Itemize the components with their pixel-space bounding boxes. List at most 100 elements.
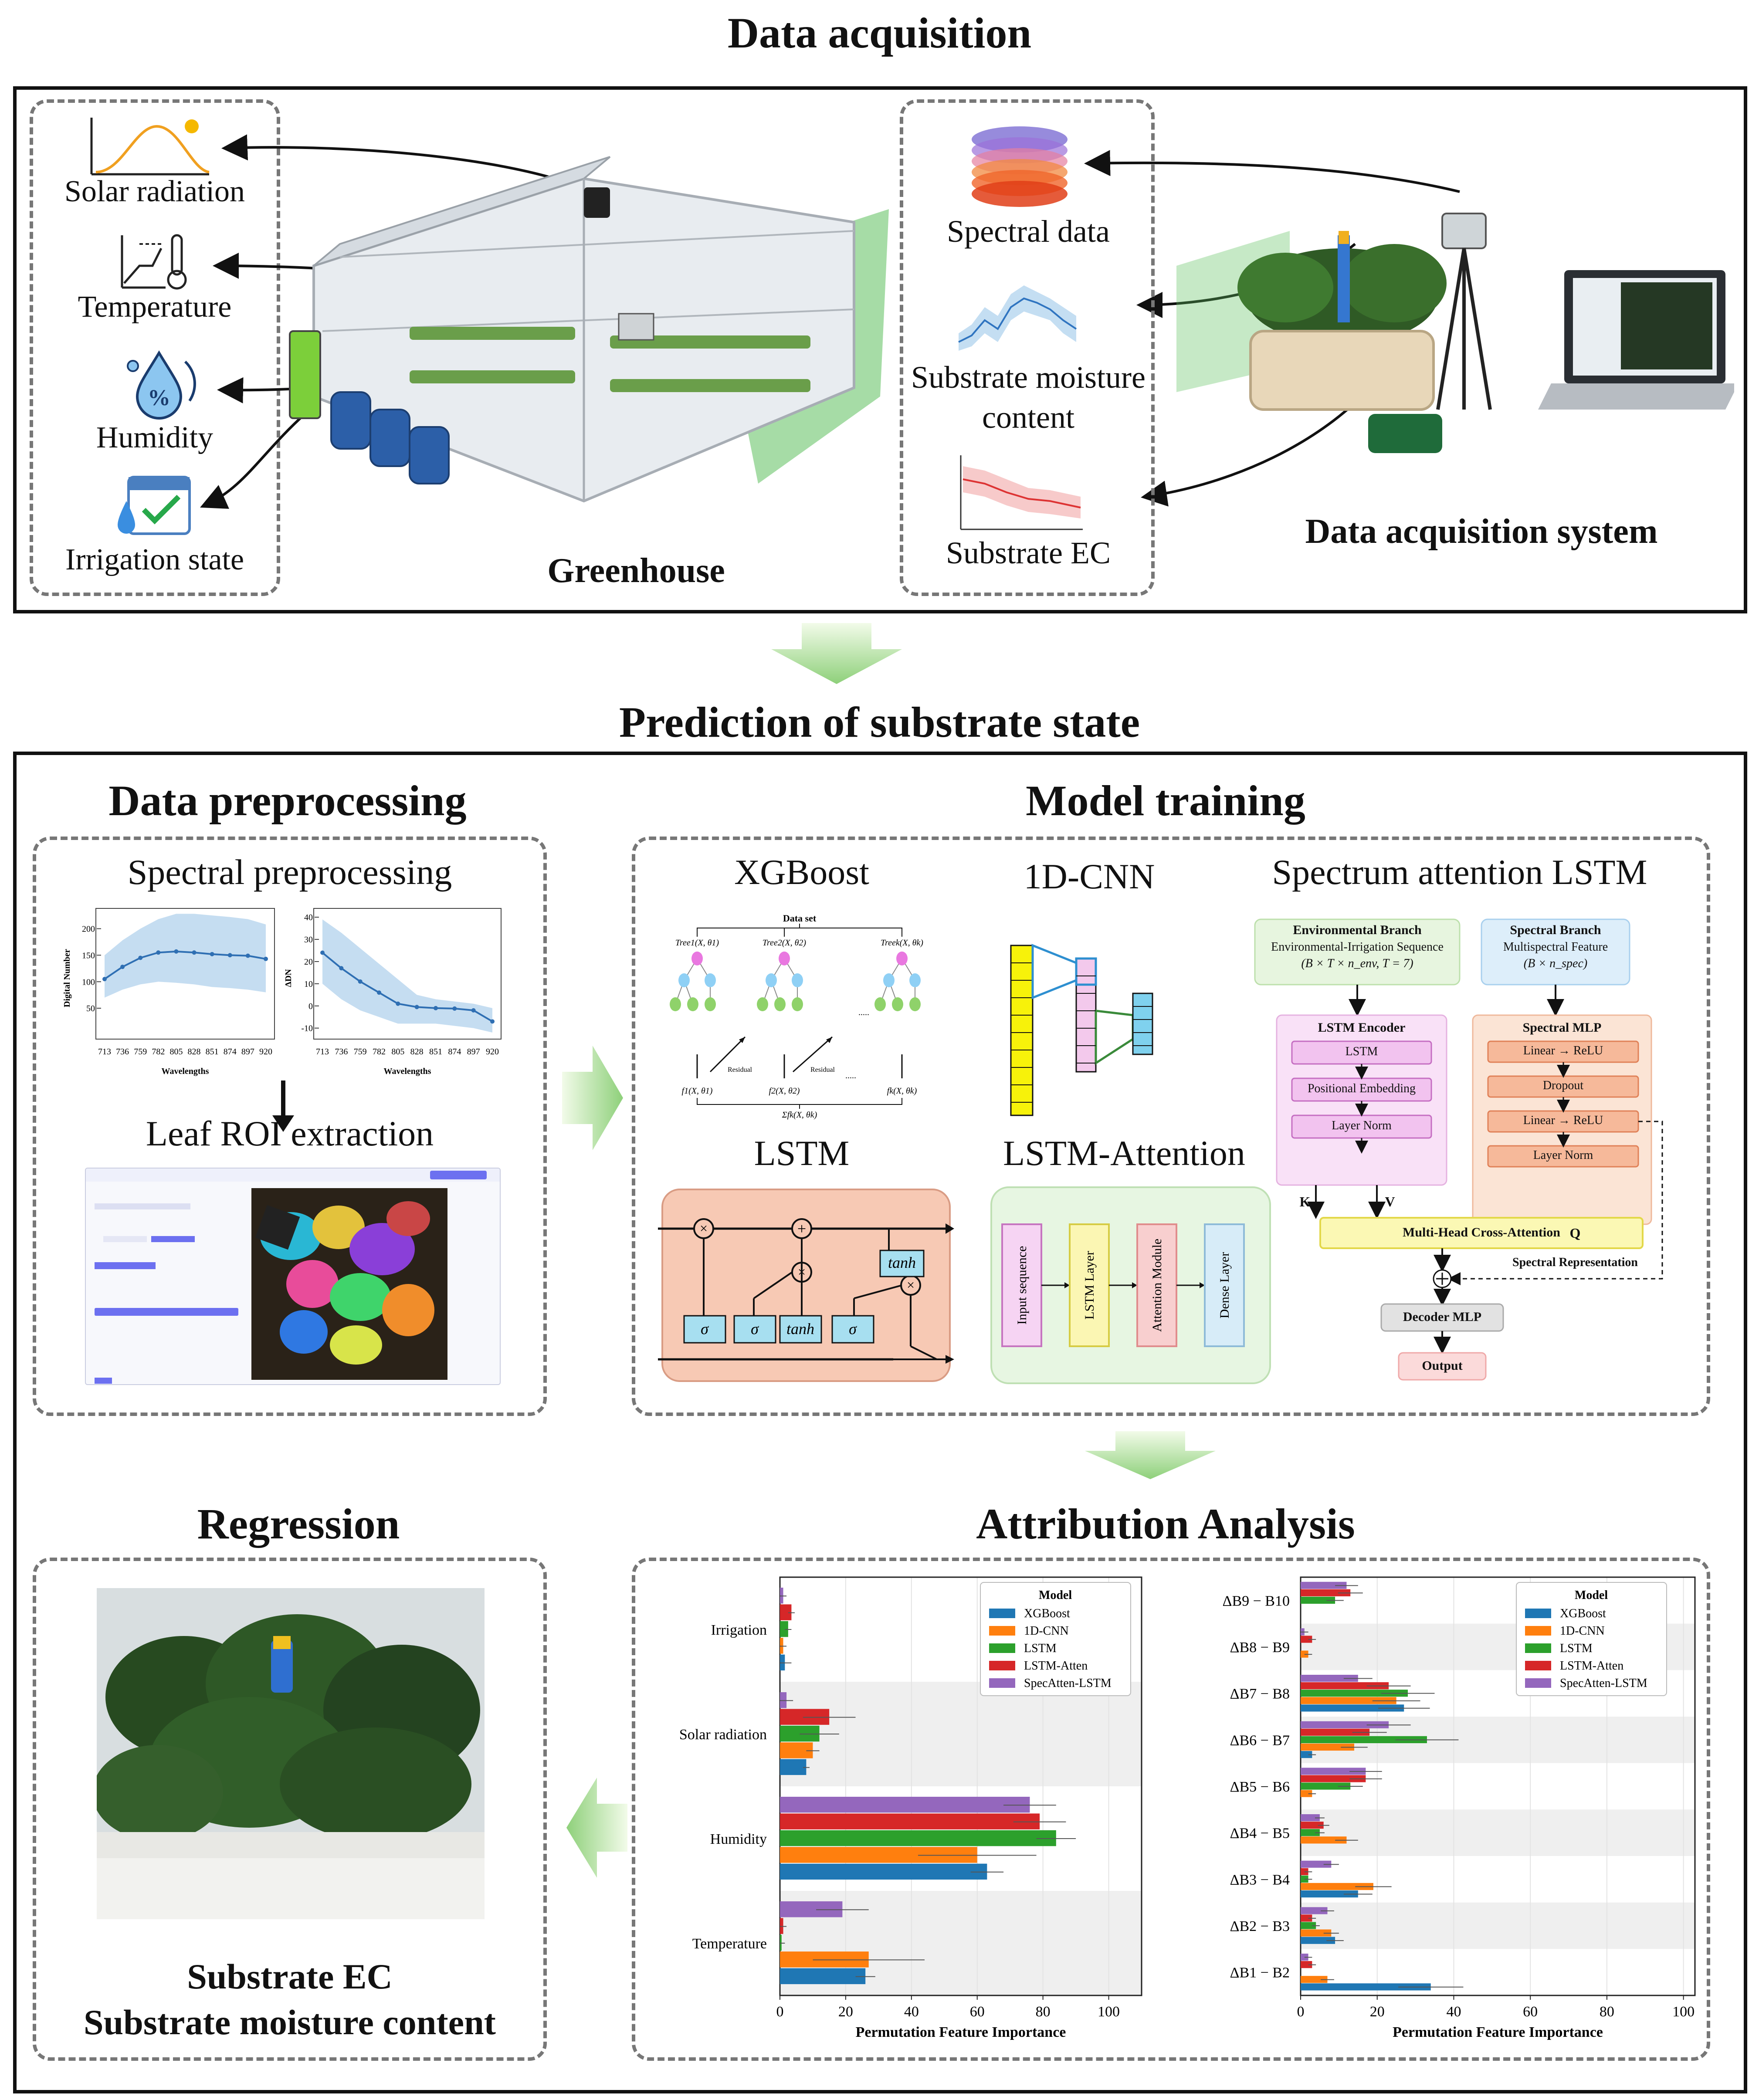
data-items-panel	[900, 99, 1155, 596]
sal-q: Q	[1569, 1225, 1581, 1241]
category-label: Temperature	[692, 1936, 767, 1952]
solar-radiation-icon	[90, 118, 210, 176]
down-arrow-2	[1085, 1431, 1216, 1479]
x-tick-label: 40	[1446, 2004, 1461, 2020]
category-label: ΔB2 − B3	[1230, 1918, 1290, 1934]
legend-swatch	[1525, 1661, 1551, 1670]
irrigation-state-icon	[118, 476, 191, 535]
x-tick-label: 759	[354, 1047, 367, 1057]
sal-v: V	[1385, 1194, 1395, 1209]
tree-node	[691, 952, 703, 965]
bar	[1301, 1589, 1351, 1596]
y-tick-label: 100	[82, 977, 95, 987]
legend-label: 1D-CNN	[1024, 1624, 1069, 1638]
chart2-xlabel: Wavelengths	[384, 1067, 431, 1076]
x-tick-label: 805	[391, 1047, 404, 1057]
x-tick-label: 782	[373, 1047, 386, 1057]
x-tick-label: 920	[486, 1047, 499, 1057]
regression-line-1: Substrate EC	[187, 1957, 393, 1996]
sal-lstm-layer-3: Layer Norm	[1332, 1119, 1392, 1132]
legend-label: LSTM-Atten	[1560, 1659, 1623, 1673]
lstm-gate-label: σ	[701, 1320, 709, 1338]
tree-node	[678, 973, 690, 987]
tree-node	[896, 952, 908, 965]
line-point	[102, 977, 107, 982]
x-axis-label: Permutation Feature Importance	[856, 2024, 1066, 2040]
x-tick-label: 40	[904, 2004, 919, 2020]
svg-text:+: +	[797, 1220, 806, 1237]
bar	[1301, 1907, 1328, 1914]
down-arrow-1	[771, 623, 902, 684]
line-point	[490, 1019, 495, 1024]
bar	[1301, 1883, 1373, 1890]
left-arrow	[566, 1778, 627, 1878]
category-label: ΔB8 − B9	[1230, 1639, 1290, 1656]
preprocessing-title: Data preprocessing	[108, 776, 467, 825]
bar	[1301, 1690, 1408, 1697]
line-point	[156, 950, 161, 955]
greenhouse-label: Greenhouse	[547, 552, 725, 590]
category-label: ΔB5 − B6	[1230, 1779, 1290, 1795]
lstm-att-block	[1069, 1223, 1110, 1347]
xgb-f1: f1(X, θ1)	[682, 1086, 713, 1096]
regression-panel	[33, 1558, 547, 2061]
legend-label: 1D-CNN	[1560, 1624, 1605, 1638]
category-label: ΔB4 − B5	[1230, 1826, 1290, 1842]
sal-spectral-mlp: Spectral MLP	[1522, 1020, 1602, 1035]
lstm-att-block	[1136, 1223, 1177, 1347]
line-point	[396, 1001, 400, 1006]
preprocess-down-arrow	[272, 1080, 294, 1132]
tree-node	[757, 997, 768, 1011]
bar	[1301, 1814, 1320, 1822]
line-point	[192, 950, 197, 955]
legend-label: XGBoost	[1024, 1607, 1070, 1620]
category-label: ΔB6 − B7	[1230, 1732, 1290, 1748]
sal-spec-branch: Spectral Branch	[1510, 923, 1601, 937]
sal-spec-sub: Multispectral Feature	[1503, 940, 1608, 954]
bar	[1301, 1914, 1312, 1922]
legend-label: SpecAtten-LSTM	[1024, 1677, 1112, 1690]
x-axis-label: Permutation Feature Importance	[1393, 2024, 1603, 2040]
bar	[1301, 1890, 1358, 1898]
line-point	[358, 979, 363, 984]
x-tick-label: 20	[838, 2004, 853, 2020]
legend-swatch	[989, 1609, 1015, 1618]
xgboost-diagram: Data set Tree1(X, θ1) Tree2(X, θ2) Treek…	[670, 913, 923, 1120]
svg-text:×: ×	[907, 1277, 915, 1293]
legend-label: XGBoost	[1560, 1607, 1606, 1620]
x-tick-label: 805	[169, 1047, 183, 1057]
lstm-tanh-top: tanh	[888, 1254, 916, 1271]
line-point	[264, 956, 268, 961]
model-xgboost: XGBoost	[734, 852, 869, 892]
line-point	[320, 950, 325, 955]
attribution-panel	[632, 1558, 1710, 2061]
bar	[780, 1968, 866, 1985]
bar	[1301, 1961, 1312, 1968]
category-label: Irrigation	[711, 1622, 767, 1638]
x-tick-label: 100	[1098, 2004, 1120, 2020]
x-tick-label: 828	[410, 1047, 424, 1057]
line-point	[339, 966, 344, 971]
xgb-dots-2: .....	[845, 1071, 856, 1080]
category-label: ΔB1 − B2	[1230, 1965, 1290, 1981]
env-item-irrigation-state: Irrigation state	[65, 543, 244, 576]
legend-swatch	[989, 1626, 1015, 1636]
lstm-gate-label: tanh	[786, 1320, 814, 1338]
temperature-icon	[121, 234, 187, 290]
ec-chart-icon	[960, 455, 1083, 530]
x-tick-label: 736	[335, 1047, 348, 1057]
x-tick-label: 782	[152, 1047, 165, 1057]
line-point	[434, 1006, 438, 1010]
legend-swatch	[1525, 1643, 1551, 1653]
line-point	[120, 965, 125, 969]
sal-mlp-layer-4: Layer Norm	[1533, 1148, 1593, 1162]
xgb-dataset: Data set	[783, 913, 817, 924]
x-tick-label: 851	[206, 1047, 219, 1057]
training-panel	[632, 837, 1710, 1416]
chart1-ylabel: Digital Number	[62, 949, 72, 1007]
data-item-moisture: Substrate moisture content	[911, 360, 1146, 435]
tree-node	[705, 997, 716, 1011]
xgb-tree1: Tree1(X, θ1)	[675, 938, 719, 948]
